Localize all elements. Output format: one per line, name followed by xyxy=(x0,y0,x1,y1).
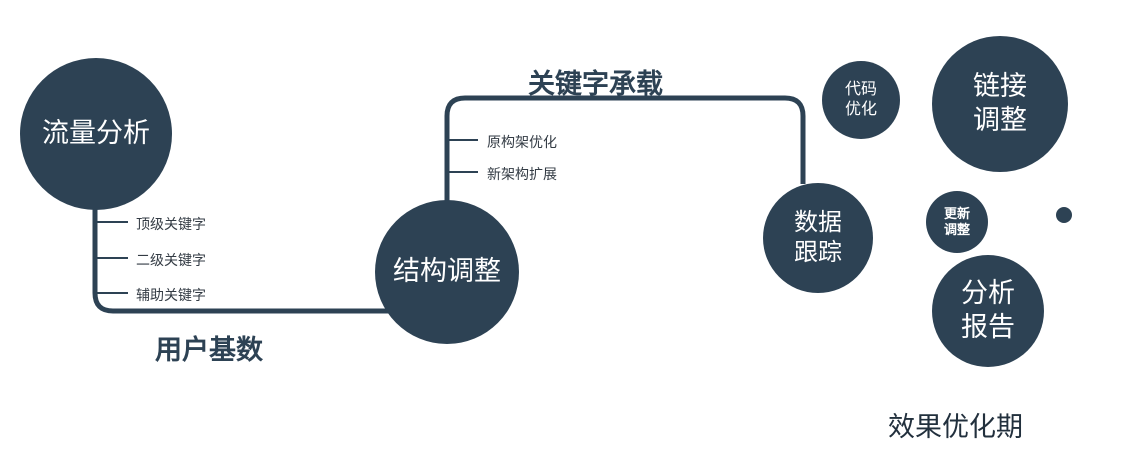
node-structure-adjustment: 结构调整 xyxy=(375,200,519,344)
node-data-tracking: 数据 跟踪 xyxy=(763,183,873,293)
branch-label-top-keywords: 顶级关键字 xyxy=(136,216,206,232)
phase-label: 效果优化期 xyxy=(888,412,1023,442)
edge-label-user-base: 用户基数 xyxy=(155,335,263,365)
branch-label-secondary-keywords: 二级关键字 xyxy=(136,252,206,268)
bullet-dot xyxy=(1056,207,1072,223)
node-traffic-analysis: 流量分析 xyxy=(20,58,172,210)
node-update-adjustment-label: 更新 调整 xyxy=(943,205,970,237)
node-link-adjustment-label: 链接 调整 xyxy=(973,71,1027,135)
node-analysis-report-label: 分析 报告 xyxy=(961,278,1015,342)
connector-keyword-carry-path xyxy=(444,95,806,205)
node-data-tracking-label: 数据 跟踪 xyxy=(794,209,842,266)
node-analysis-report: 分析 报告 xyxy=(932,255,1044,367)
node-traffic-analysis-label: 流量分析 xyxy=(42,118,150,149)
node-code-optimization: 代码 优化 xyxy=(822,61,900,139)
node-structure-adjustment-label: 结构调整 xyxy=(393,256,501,287)
node-update-adjustment: 更新 调整 xyxy=(926,191,988,253)
branch-label-auxiliary-keywords: 辅助关键字 xyxy=(136,287,206,303)
node-link-adjustment: 链接 调整 xyxy=(932,36,1068,172)
node-code-optimization-label: 代码 优化 xyxy=(844,81,877,118)
branch-label-arch-expand: 新架构扩展 xyxy=(487,166,557,182)
edge-label-keyword-carry: 关键字承载 xyxy=(528,69,663,99)
branch-label-arch-optimize: 原构架优化 xyxy=(487,134,557,150)
